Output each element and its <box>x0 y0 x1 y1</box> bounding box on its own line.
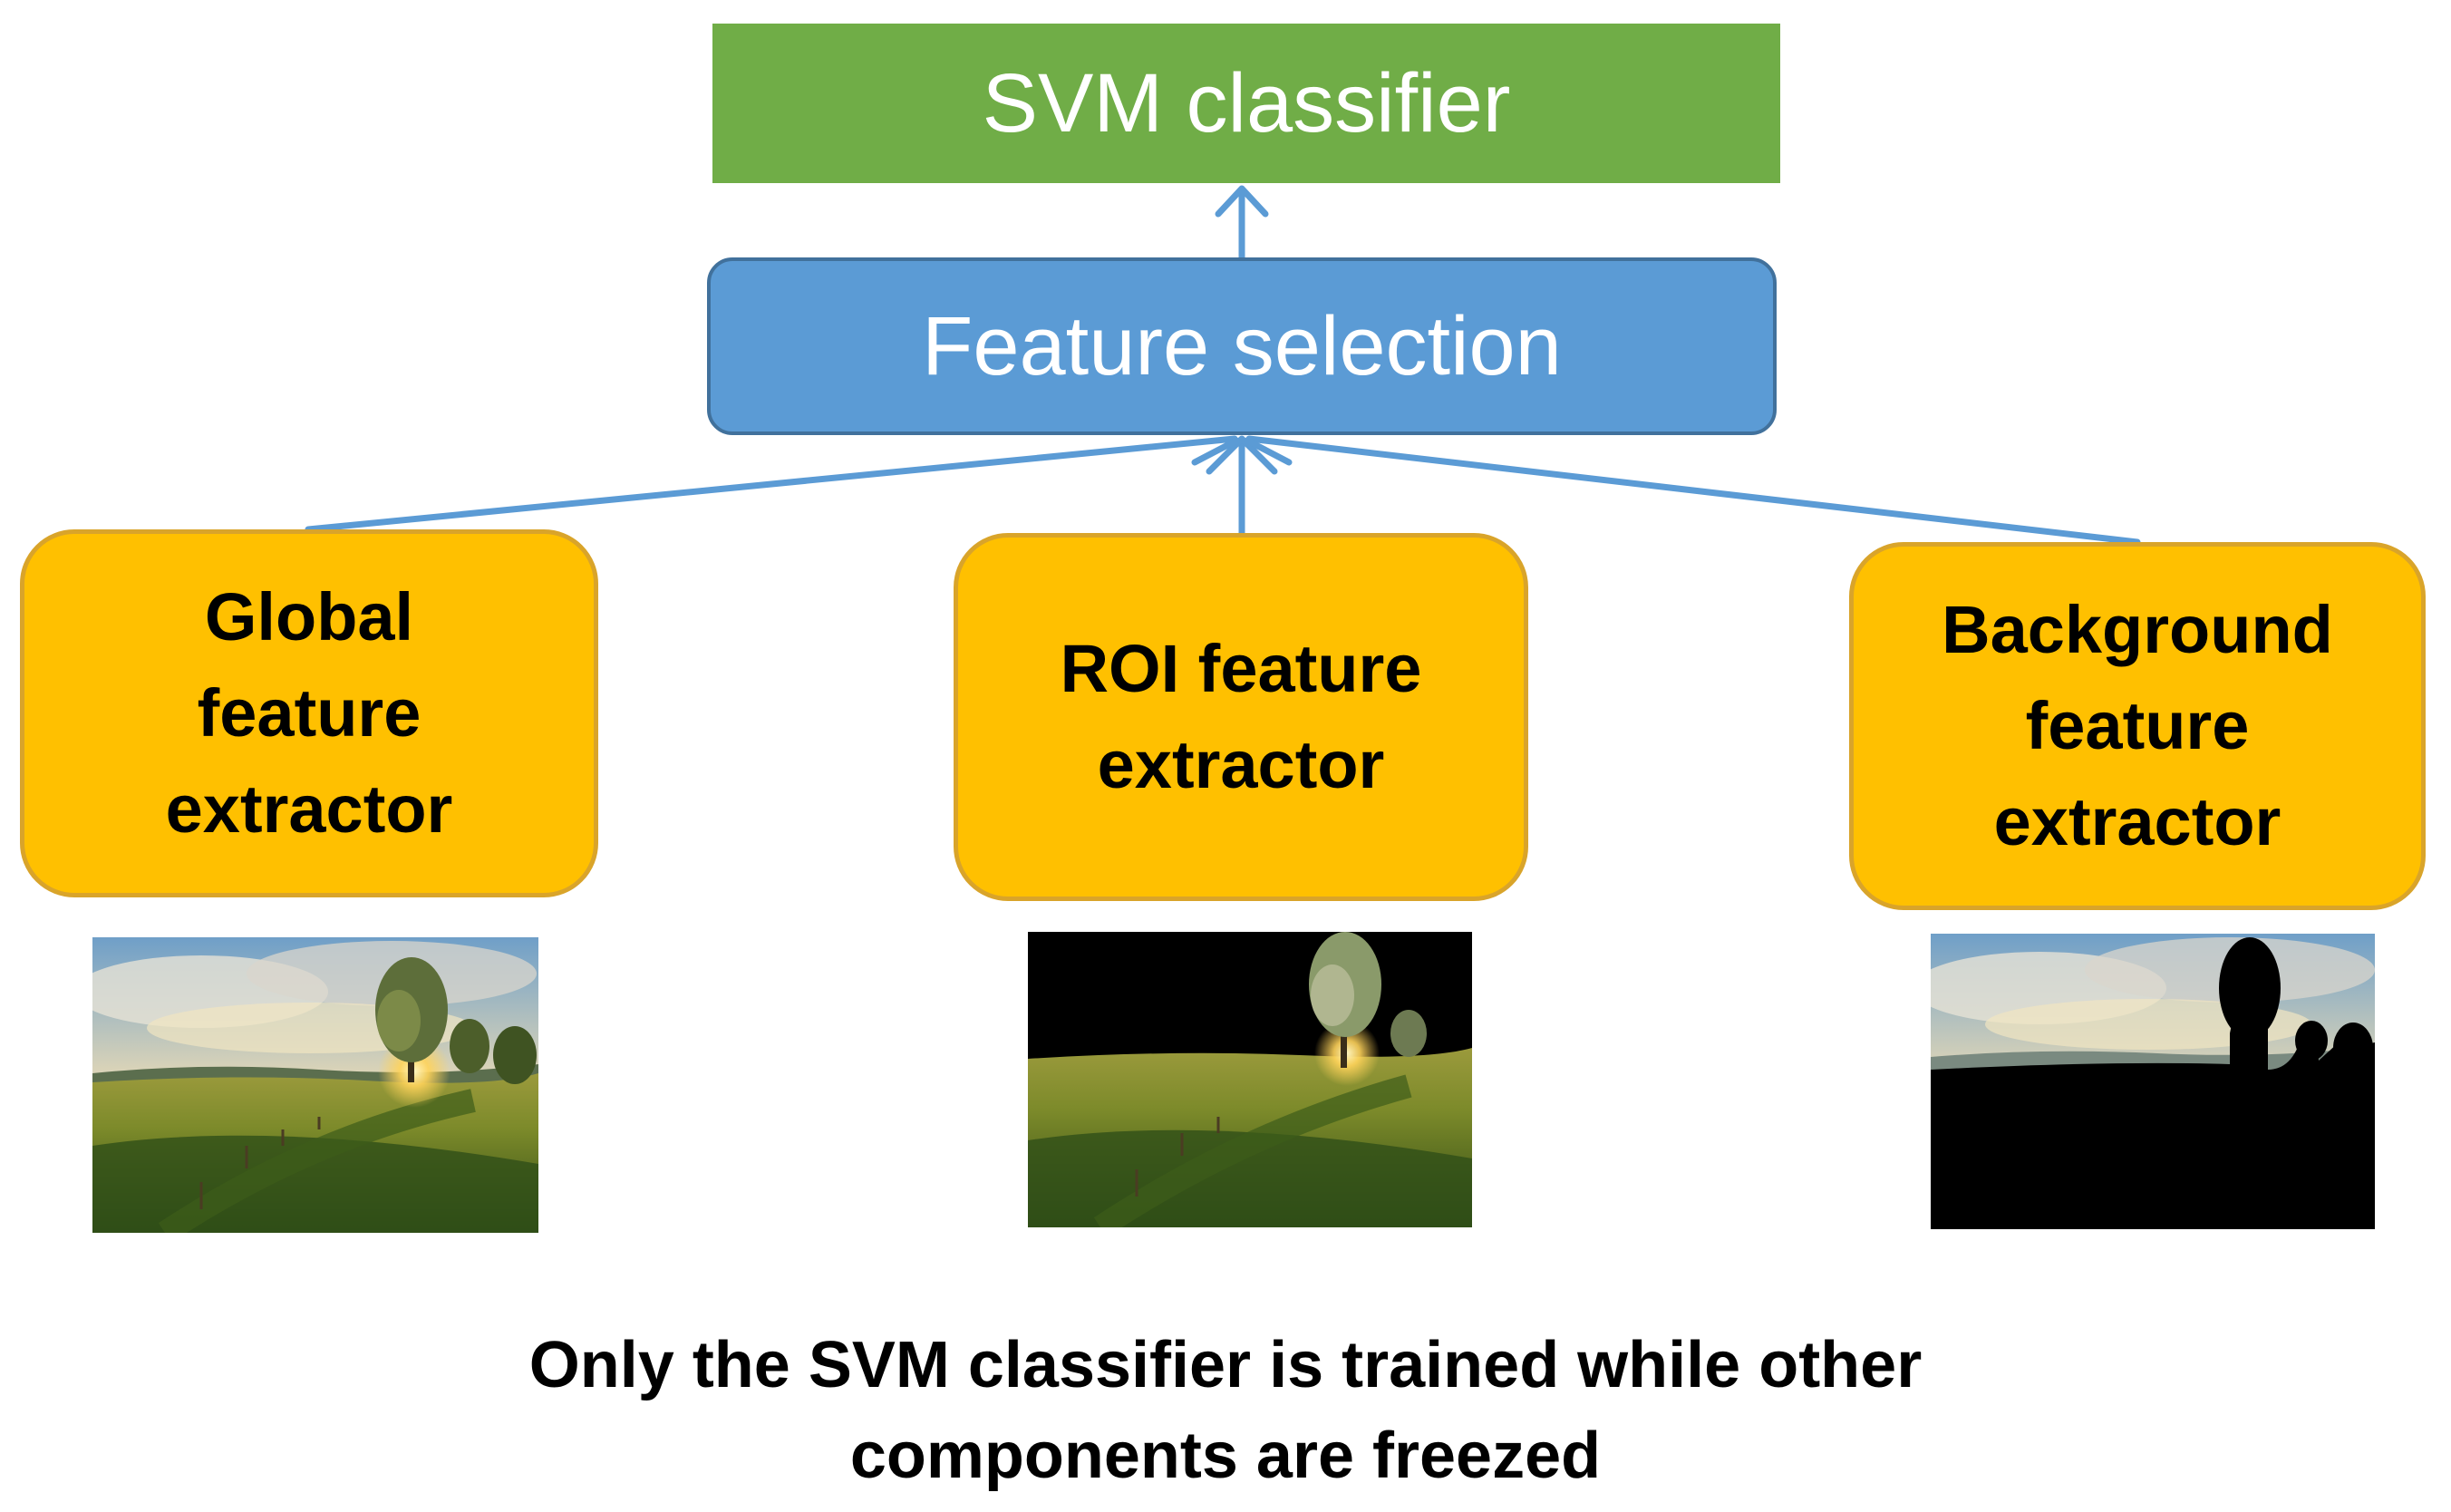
feature-selection-label: Feature selection <box>922 299 1562 393</box>
background-landscape-image <box>1931 934 2375 1229</box>
arrow-bg-to-fs <box>1245 435 2141 546</box>
global-feature-extractor-label: Global feature extractor <box>165 579 453 847</box>
roi-feature-extractor-label: ROI feature extractor <box>1060 631 1422 802</box>
caption-line-1: Only the SVM classifier is trained while… <box>528 1329 1923 1401</box>
roi-landscape-image <box>1028 932 1472 1227</box>
arrowhead-fs-left <box>1191 437 1240 466</box>
global-feature-extractor-node: Global feature extractor <box>20 529 598 897</box>
roi-feature-extractor-node: ROI feature extractor <box>954 533 1528 901</box>
caption: Only the SVM classifier is trained while… <box>319 1320 2132 1501</box>
svm-classifier-node: SVM classifier <box>712 24 1780 183</box>
svm-classifier-label: SVM classifier <box>982 56 1511 150</box>
caption-line-2: components are freezed <box>849 1420 1602 1492</box>
background-feature-extractor-node: Background feature extractor <box>1849 542 2426 910</box>
arrow-global-to-fs <box>305 435 1238 533</box>
arrowhead-fs <box>1206 435 1278 475</box>
arrowhead-svm <box>1215 185 1269 218</box>
arrowhead-fs-right <box>1244 437 1293 466</box>
feature-selection-node: Feature selection <box>707 257 1777 435</box>
global-landscape-image <box>92 937 538 1233</box>
background-feature-extractor-label: Background feature extractor <box>1942 592 2333 859</box>
